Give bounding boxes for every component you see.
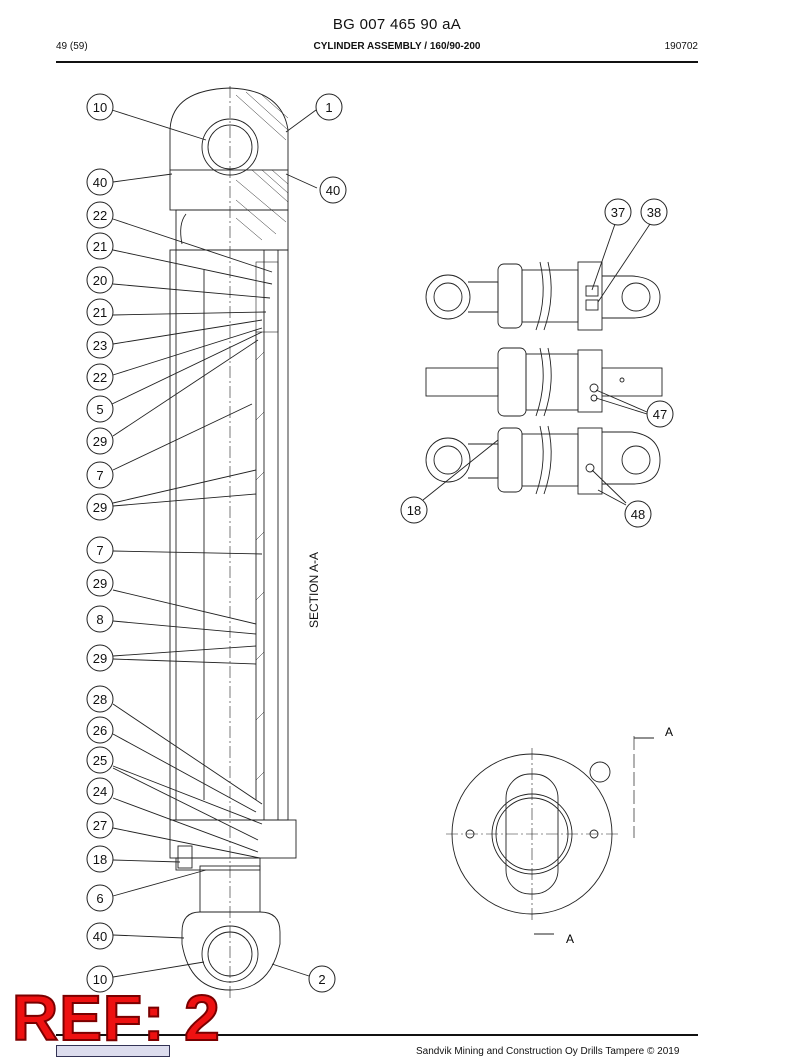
svg-text:18: 18 bbox=[93, 852, 107, 867]
callout-view-3: 47 bbox=[646, 400, 674, 428]
footer-rule bbox=[56, 1034, 698, 1036]
svg-text:18: 18 bbox=[407, 503, 421, 518]
callout-view-1: 37 bbox=[604, 198, 632, 226]
callout-left-16: 29 bbox=[86, 644, 114, 672]
bottom-side-view bbox=[425, 425, 661, 495]
callout-left-3: 22 bbox=[86, 201, 114, 229]
svg-text:24: 24 bbox=[93, 784, 107, 799]
svg-text:23: 23 bbox=[93, 338, 107, 353]
callout-left-9: 5 bbox=[86, 395, 114, 423]
svg-text:21: 21 bbox=[93, 239, 107, 254]
callout-right-2: 40 bbox=[319, 176, 347, 204]
section-marker-top: A bbox=[665, 725, 673, 739]
svg-text:29: 29 bbox=[93, 434, 107, 449]
svg-text:40: 40 bbox=[93, 929, 107, 944]
svg-text:21: 21 bbox=[93, 305, 107, 320]
svg-text:6: 6 bbox=[96, 891, 103, 906]
page-number: 49 (59) bbox=[56, 41, 88, 52]
svg-text:5: 5 bbox=[96, 402, 103, 417]
svg-text:37: 37 bbox=[611, 205, 625, 220]
callout-left-12: 29 bbox=[86, 493, 114, 521]
callout-left-22: 18 bbox=[86, 845, 114, 873]
callout-right-3: 2 bbox=[308, 965, 336, 993]
callout-left-11: 7 bbox=[86, 461, 114, 489]
footer-copyright: Sandvik Mining and Construction Oy Drill… bbox=[416, 1046, 680, 1057]
svg-text:22: 22 bbox=[93, 370, 107, 385]
callout-view-5: 48 bbox=[624, 500, 652, 528]
callout-left-5: 20 bbox=[86, 266, 114, 294]
callout-left-25: 10 bbox=[86, 965, 114, 993]
cylinder-section-view bbox=[169, 86, 297, 1000]
callout-left-20: 24 bbox=[86, 777, 114, 805]
leader-lines bbox=[111, 109, 651, 978]
callout-left-1: 10 bbox=[86, 93, 114, 121]
svg-text:20: 20 bbox=[93, 273, 107, 288]
callout-left-2: 40 bbox=[86, 168, 114, 196]
svg-text:1: 1 bbox=[325, 100, 332, 115]
callout-left-19: 25 bbox=[86, 746, 114, 774]
top-side-view bbox=[425, 261, 661, 331]
svg-text:29: 29 bbox=[93, 500, 107, 515]
header-rule bbox=[56, 61, 698, 63]
middle-side-view bbox=[425, 347, 663, 417]
document-number: BG 007 465 90 aA bbox=[332, 16, 462, 33]
callout-left-7: 23 bbox=[86, 331, 114, 359]
callout-left-15: 8 bbox=[86, 605, 114, 633]
callout-left-14: 29 bbox=[86, 569, 114, 597]
callout-left-24: 40 bbox=[86, 922, 114, 950]
callout-right-1: 1 bbox=[315, 93, 343, 121]
section-label: SECTION A-A bbox=[307, 552, 321, 628]
svg-text:38: 38 bbox=[647, 205, 661, 220]
svg-text:22: 22 bbox=[93, 208, 107, 223]
svg-text:40: 40 bbox=[93, 175, 107, 190]
svg-text:7: 7 bbox=[96, 468, 103, 483]
svg-text:48: 48 bbox=[631, 507, 645, 522]
svg-text:40: 40 bbox=[326, 183, 340, 198]
svg-text:26: 26 bbox=[93, 723, 107, 738]
svg-text:8: 8 bbox=[96, 612, 103, 627]
svg-text:7: 7 bbox=[96, 543, 103, 558]
callout-left-18: 26 bbox=[86, 716, 114, 744]
callout-left-10: 29 bbox=[86, 427, 114, 455]
callout-left-23: 6 bbox=[86, 884, 114, 912]
callout-left-8: 22 bbox=[86, 363, 114, 391]
svg-text:10: 10 bbox=[93, 972, 107, 987]
callout-view-4: 18 bbox=[400, 496, 428, 524]
revision-date: 190702 bbox=[664, 41, 698, 52]
end-view bbox=[446, 736, 654, 935]
callout-left-6: 21 bbox=[86, 298, 114, 326]
svg-text:10: 10 bbox=[93, 100, 107, 115]
callout-left-17: 28 bbox=[86, 685, 114, 713]
svg-text:29: 29 bbox=[93, 651, 107, 666]
callout-left-4: 21 bbox=[86, 232, 114, 260]
callout-view-2: 38 bbox=[640, 198, 668, 226]
svg-text:28: 28 bbox=[93, 692, 107, 707]
page-title: CYLINDER ASSEMBLY / 160/90-200 bbox=[313, 41, 481, 52]
ref-badge: REF: 2 bbox=[11, 982, 221, 1054]
svg-text:2: 2 bbox=[318, 972, 325, 987]
company-logo bbox=[56, 1045, 170, 1057]
svg-text:47: 47 bbox=[653, 407, 667, 422]
callout-left-21: 27 bbox=[86, 811, 114, 839]
section-marker-bottom: A bbox=[566, 932, 574, 946]
svg-text:29: 29 bbox=[93, 576, 107, 591]
callout-left-13: 7 bbox=[86, 536, 114, 564]
svg-text:25: 25 bbox=[93, 753, 107, 768]
svg-text:27: 27 bbox=[93, 818, 107, 833]
